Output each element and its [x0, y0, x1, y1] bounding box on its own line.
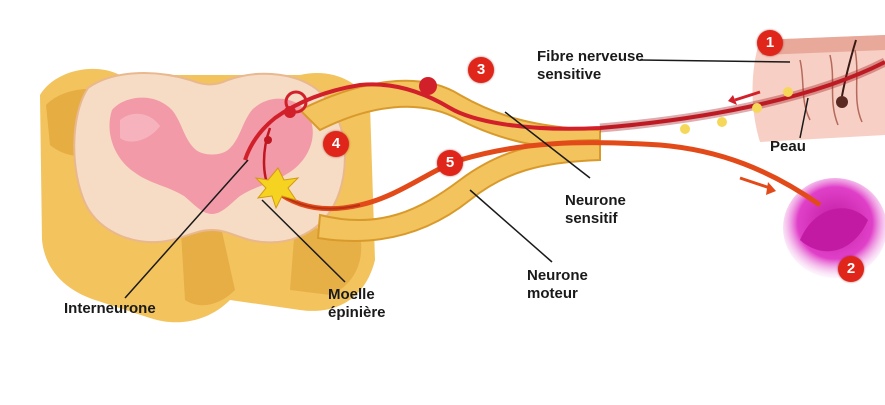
label-fibre-line2: sensitive — [537, 66, 644, 84]
label-neurone-moteur-line2: moteur — [527, 285, 588, 303]
label-moelle-line1: Moelle — [328, 286, 386, 304]
label-fibre-line1: Fibre nerveuse — [537, 48, 644, 66]
marker-5: 5 — [437, 150, 463, 176]
marker-1: 1 — [757, 30, 783, 56]
marker-3: 3 — [468, 57, 494, 83]
label-neurone-sensitif-line1: Neurone — [565, 192, 626, 210]
label-moelle-line2: épinière — [328, 304, 386, 322]
marker-4: 4 — [323, 131, 349, 157]
label-moelle-epiniere: Moelle épinière — [328, 286, 386, 322]
label-interneurone: Interneurone — [64, 300, 156, 318]
marker-2: 2 — [838, 256, 864, 282]
label-neurone-sensitif-line2: sensitif — [565, 210, 626, 228]
label-neurone-sensitif: Neurone sensitif — [565, 192, 626, 228]
label-fibre-nerveuse-sensitive: Fibre nerveuse sensitive — [537, 48, 644, 84]
label-peau: Peau — [770, 138, 806, 156]
label-neurone-moteur: Neurone moteur — [527, 267, 588, 303]
label-neurone-moteur-line1: Neurone — [527, 267, 588, 285]
